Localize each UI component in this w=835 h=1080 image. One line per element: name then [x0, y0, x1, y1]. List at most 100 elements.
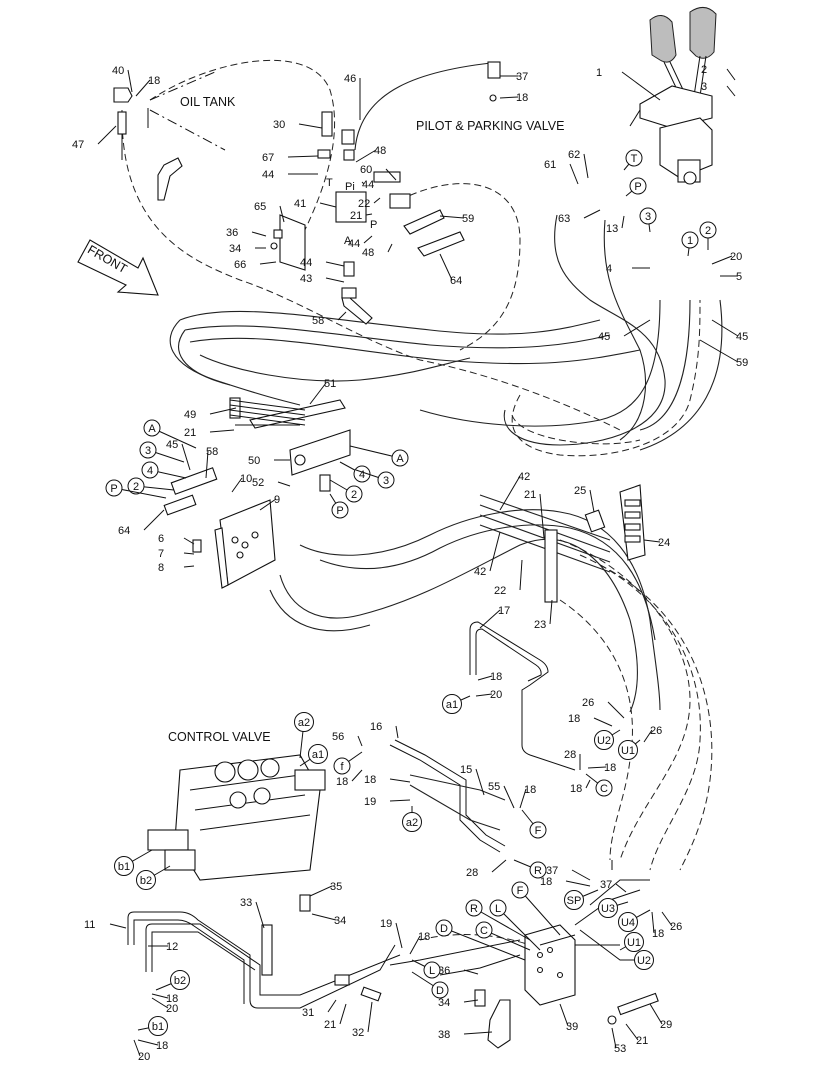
part-number: 38 — [438, 1029, 450, 1041]
marker-text: 3 — [645, 211, 651, 223]
callout-n8: 8 — [158, 562, 195, 574]
port-marker-mPb: P — [105, 479, 167, 499]
leader-line — [365, 213, 373, 216]
manifold-bracket — [163, 467, 276, 589]
part-number: 19 — [364, 796, 376, 808]
part-number: 39 — [566, 1021, 578, 1033]
callout-n35: 35 — [309, 881, 342, 897]
marker-text: R — [534, 865, 542, 877]
leader-line — [621, 215, 625, 229]
leader-line — [355, 149, 377, 163]
callout-n18h: 18 — [364, 774, 411, 786]
part-number: 40 — [112, 65, 124, 77]
leader-line — [259, 498, 277, 511]
leader-line — [621, 71, 661, 101]
callout-n49: 49 — [184, 407, 237, 421]
callout-n15: 15 — [460, 764, 485, 796]
leader-line — [143, 509, 165, 531]
part-number: 47 — [72, 139, 84, 151]
part-number: 20 — [490, 689, 502, 701]
part-number: 58 — [206, 446, 218, 458]
callout-n58a: 58 — [312, 311, 347, 327]
marker-text: D — [440, 923, 448, 935]
part-number: 18 — [166, 993, 178, 1005]
leader-line — [309, 885, 333, 897]
callout-n1: 1 — [596, 67, 661, 101]
callout-n17: 17 — [479, 605, 510, 629]
marker-text: f — [340, 761, 344, 773]
marker-text: C — [600, 783, 608, 795]
leader-line — [583, 209, 601, 219]
callout-n4a: 4 — [606, 263, 650, 275]
leader-line — [649, 1003, 663, 1025]
callout-n44d: 44 — [300, 257, 345, 269]
marker-circle — [594, 730, 614, 750]
part-number: 65 — [254, 201, 266, 213]
callout-n18l: 18 — [409, 931, 430, 955]
leader-line — [337, 311, 347, 321]
marker-circle — [529, 821, 547, 839]
marker-text: P — [336, 505, 343, 517]
port-marker-mPc: P — [329, 493, 349, 519]
part-number: 42 — [474, 566, 486, 578]
part-number: 60 — [360, 164, 372, 176]
marker-circle — [465, 899, 483, 917]
leader-line — [127, 69, 133, 93]
hose-routes — [121, 59, 723, 1009]
port-marker-mFb: F — [511, 881, 561, 936]
marker-circle — [634, 950, 654, 970]
callout-n38: 38 — [438, 1029, 493, 1041]
leader-line — [519, 788, 527, 809]
part-number: 21 — [350, 210, 362, 222]
port-marker-mCb: C — [475, 921, 531, 951]
port-marker-m3c: 3 — [355, 469, 395, 489]
callout-n42a: 42 — [499, 471, 530, 511]
port-marker-mAa: A — [143, 419, 197, 449]
callout-n25: 25 — [574, 485, 595, 513]
leader-line — [607, 701, 625, 719]
part-number: 59 — [736, 357, 748, 369]
part-number: 6 — [158, 533, 164, 545]
label-pilot-parking-valve: PILOT & PARKING VALVE — [416, 119, 564, 133]
marker-circle — [331, 501, 349, 519]
leader-line — [361, 181, 365, 185]
leader-line — [611, 1027, 617, 1049]
port-marker-m4c: 4 — [339, 461, 371, 483]
callout-n53: 53 — [611, 1027, 626, 1055]
port-marker-mDb: D — [411, 971, 449, 999]
marker-leader — [349, 445, 401, 459]
marker-text: a2 — [298, 717, 310, 729]
marker-circle — [423, 961, 441, 979]
marker-circle — [618, 912, 638, 932]
leader-line — [489, 531, 501, 572]
leader-line — [183, 537, 195, 545]
port-label-pi: Pi — [345, 181, 355, 193]
leader-line — [339, 1003, 347, 1025]
leader-line — [587, 766, 607, 769]
part-number: 44 — [348, 238, 360, 250]
callout-n21e: 21 — [625, 1023, 648, 1047]
part-number: 21 — [184, 427, 196, 439]
callout-n34c: 34 — [438, 997, 479, 1009]
leader-line — [133, 1039, 141, 1057]
part-number: 53 — [614, 1043, 626, 1055]
port-marker-m2b: 2 — [127, 477, 175, 495]
callout-n36b: 36 — [438, 965, 479, 977]
part-number: 29 — [660, 1019, 672, 1031]
callout-n21b: 21 — [184, 427, 235, 439]
leader-line — [499, 96, 519, 99]
leader-line — [479, 609, 501, 629]
part-number: 18 — [156, 1040, 168, 1052]
pipe-stay-33 — [261, 894, 382, 1002]
part-number: 36 — [226, 227, 238, 239]
callout-n45b: 45 — [711, 319, 748, 343]
part-number: 44 — [300, 257, 312, 269]
port-marker-mSP: SP — [564, 889, 599, 910]
leader-line — [298, 123, 323, 129]
part-number: 55 — [488, 781, 500, 793]
leader-line — [351, 769, 363, 782]
leader-line — [151, 993, 169, 999]
leader-line — [571, 869, 591, 881]
leader-line — [387, 243, 393, 253]
